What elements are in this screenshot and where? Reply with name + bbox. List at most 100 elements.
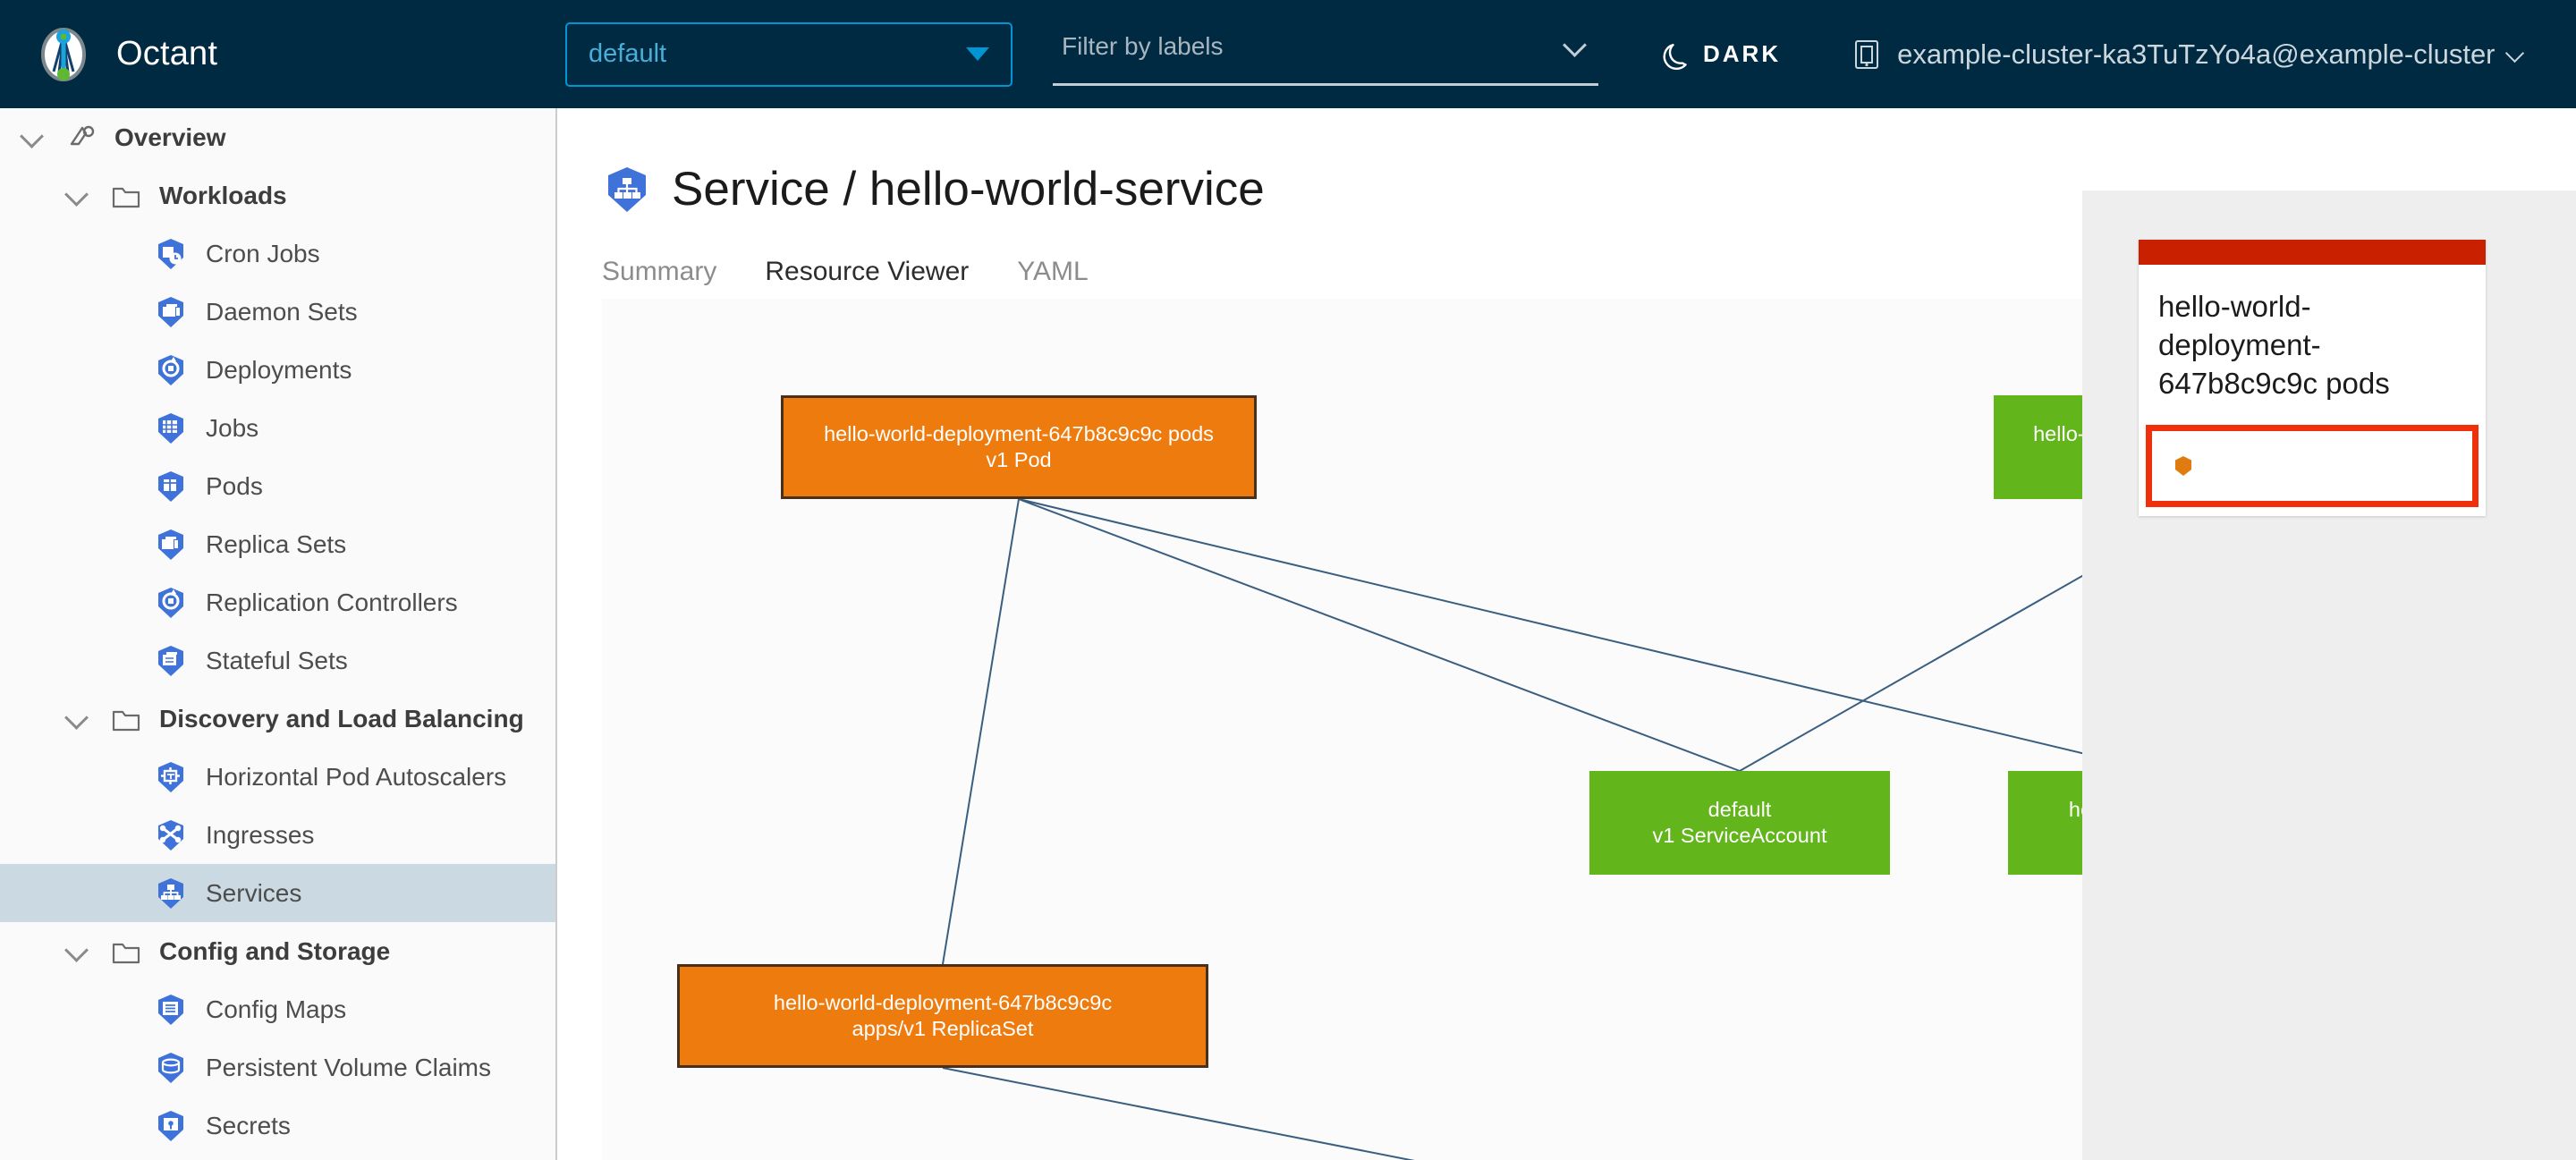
theme-toggle-button[interactable]: DARK bbox=[1661, 39, 1781, 70]
sidebar-item-jobs[interactable]: Jobs bbox=[0, 399, 555, 457]
graph-edge bbox=[1018, 498, 1741, 772]
sidebar-item-label: Ingresses bbox=[206, 820, 315, 849]
daemonset-icon bbox=[154, 295, 188, 329]
statefulset-icon bbox=[154, 644, 188, 678]
sidebar-item-config-and-storage[interactable]: Config and Storage bbox=[0, 922, 555, 980]
sidebar-item-replication-controllers[interactable]: Replication Controllers bbox=[0, 573, 555, 631]
graph-edge bbox=[1018, 498, 2157, 772]
sidebar-item-label: Horizontal Pod Autoscalers bbox=[206, 762, 507, 791]
namespace-select-value: default bbox=[589, 39, 667, 68]
caret-down-icon bbox=[966, 47, 989, 61]
folder-icon bbox=[109, 179, 143, 213]
service-icon bbox=[602, 165, 652, 215]
graph-edge bbox=[942, 1067, 1415, 1160]
chevron-down-icon bbox=[2508, 47, 2524, 63]
cluster-icon bbox=[1852, 38, 1881, 71]
pvc-icon bbox=[154, 1051, 188, 1085]
sidebar-item-persistent-volume-claims[interactable]: Persistent Volume Claims bbox=[0, 1038, 555, 1096]
sidebar-item-horizontal-pod-autoscalers[interactable]: Horizontal Pod Autoscalers bbox=[0, 748, 555, 806]
sidebar-item-secrets[interactable]: Secrets bbox=[0, 1096, 555, 1155]
overview-icon bbox=[64, 121, 98, 155]
cronjob-icon bbox=[154, 237, 188, 271]
pod-icon bbox=[154, 470, 188, 504]
chevron-down-icon[interactable] bbox=[63, 938, 89, 965]
graph-node-kind: v1 ServiceAccount bbox=[1652, 824, 1827, 847]
sidebar-item-label: Services bbox=[206, 878, 302, 907]
detail-card-status-box bbox=[2146, 424, 2479, 507]
label-filter-input[interactable]: Filter by labels bbox=[1053, 23, 1598, 86]
sidebar-item-label: Workloads bbox=[159, 181, 287, 209]
chevron-down-icon[interactable] bbox=[63, 182, 89, 209]
ingress-icon bbox=[154, 818, 188, 852]
detail-card-title: hello-world-deployment-647b8c9c9c pods bbox=[2158, 290, 2390, 400]
sidebar-item-services[interactable]: Services bbox=[0, 864, 555, 922]
detail-panel: hello-world-deployment-647b8c9c9c pods bbox=[2082, 191, 2576, 1160]
detail-card[interactable]: hello-world-deployment-647b8c9c9c pods bbox=[2139, 240, 2486, 516]
chevron-down-icon[interactable] bbox=[63, 706, 89, 732]
tab-yaml[interactable]: YAML bbox=[1017, 257, 1089, 286]
graph-node-name: hello-world-deployment-647b8c9c9c pods bbox=[824, 422, 1214, 446]
status-hex-icon bbox=[2172, 454, 2195, 478]
sidebar-item-label: Jobs bbox=[206, 413, 259, 442]
page-title-row: Service / hello-world-service bbox=[602, 162, 2576, 216]
cluster-context-select[interactable]: example-cluster-ka3TuTzYo4a@example-clus… bbox=[1852, 38, 2523, 71]
job-icon bbox=[154, 411, 188, 445]
tab-resource-viewer[interactable]: Resource Viewer bbox=[765, 257, 969, 306]
theme-toggle-label: DARK bbox=[1703, 40, 1782, 67]
sidebar-item-label: Replica Sets bbox=[206, 529, 347, 558]
sidebar-item-label: Pods bbox=[206, 471, 263, 500]
sidebar-item-label: Daemon Sets bbox=[206, 297, 358, 326]
brand-name: Octant bbox=[116, 35, 218, 72]
sidebar-item-label: Config and Storage bbox=[159, 936, 391, 965]
app-header: Octant default Filter by labels DARK exa… bbox=[0, 0, 2576, 108]
sidebar-item-workloads[interactable]: Workloads bbox=[0, 166, 555, 224]
folder-icon bbox=[109, 935, 143, 969]
graph-node-name: hello-world-deployment-647b8c9c9c bbox=[773, 991, 1113, 1015]
sidebar-item-cron-jobs[interactable]: Cron Jobs bbox=[0, 224, 555, 283]
graph-node-kind: apps/v1 ReplicaSet bbox=[852, 1017, 1034, 1040]
namespace-select[interactable]: default bbox=[565, 21, 1013, 87]
graph-node-name: default bbox=[1707, 798, 1772, 822]
service-icon bbox=[154, 876, 188, 910]
deployment-icon bbox=[154, 353, 188, 387]
octant-logo-icon bbox=[34, 25, 93, 84]
sidebar-item-label: Overview bbox=[114, 123, 226, 151]
secret-icon bbox=[154, 1109, 188, 1143]
sidebar-item-overview[interactable]: Overview bbox=[0, 108, 555, 166]
graph-node-kind: v1 Pod bbox=[986, 448, 1052, 471]
sidebar-item-label: Persistent Volume Claims bbox=[206, 1053, 492, 1081]
sidebar-item-deployments[interactable]: Deployments bbox=[0, 341, 555, 399]
chevron-down-icon[interactable] bbox=[1564, 37, 1584, 56]
replicaset-icon bbox=[154, 528, 188, 562]
moon-icon bbox=[1661, 39, 1691, 70]
label-filter-placeholder: Filter by labels bbox=[1062, 32, 1224, 60]
brand: Octant bbox=[34, 25, 535, 84]
sidebar-item-label: Stateful Sets bbox=[206, 646, 348, 674]
sidebar-item-label: Replication Controllers bbox=[206, 588, 458, 616]
configmap-icon bbox=[154, 993, 188, 1027]
graph-edge bbox=[942, 498, 1020, 965]
sidebar-item-config-maps[interactable]: Config Maps bbox=[0, 980, 555, 1038]
sidebar-item-daemon-sets[interactable]: Daemon Sets bbox=[0, 283, 555, 341]
tab-summary[interactable]: Summary bbox=[602, 257, 717, 286]
sidebar-item-label: Secrets bbox=[206, 1111, 291, 1139]
cluster-context-name: example-cluster-ka3TuTzYo4a@example-clus… bbox=[1897, 38, 2496, 70]
sidebar-item-label: Discovery and Load Balancing bbox=[159, 704, 524, 732]
hpa-icon bbox=[154, 760, 188, 794]
sidebar-item-label: Deployments bbox=[206, 355, 352, 384]
detail-card-accent-bar bbox=[2139, 240, 2486, 265]
folder-icon bbox=[109, 702, 143, 736]
page-title: Service / hello-world-service bbox=[672, 163, 1265, 216]
sidebar-item-stateful-sets[interactable]: Stateful Sets bbox=[0, 631, 555, 690]
chevron-down-icon[interactable] bbox=[18, 124, 45, 151]
sidebar-item-pods[interactable]: Pods bbox=[0, 457, 555, 515]
sidebar-item-ingresses[interactable]: Ingresses bbox=[0, 806, 555, 864]
sidebar-item-label: Config Maps bbox=[206, 995, 347, 1023]
sidebar-item-replica-sets[interactable]: Replica Sets bbox=[0, 515, 555, 573]
rc-icon bbox=[154, 586, 188, 620]
sidebar-item-discovery-and-load-balancing[interactable]: Discovery and Load Balancing bbox=[0, 690, 555, 748]
